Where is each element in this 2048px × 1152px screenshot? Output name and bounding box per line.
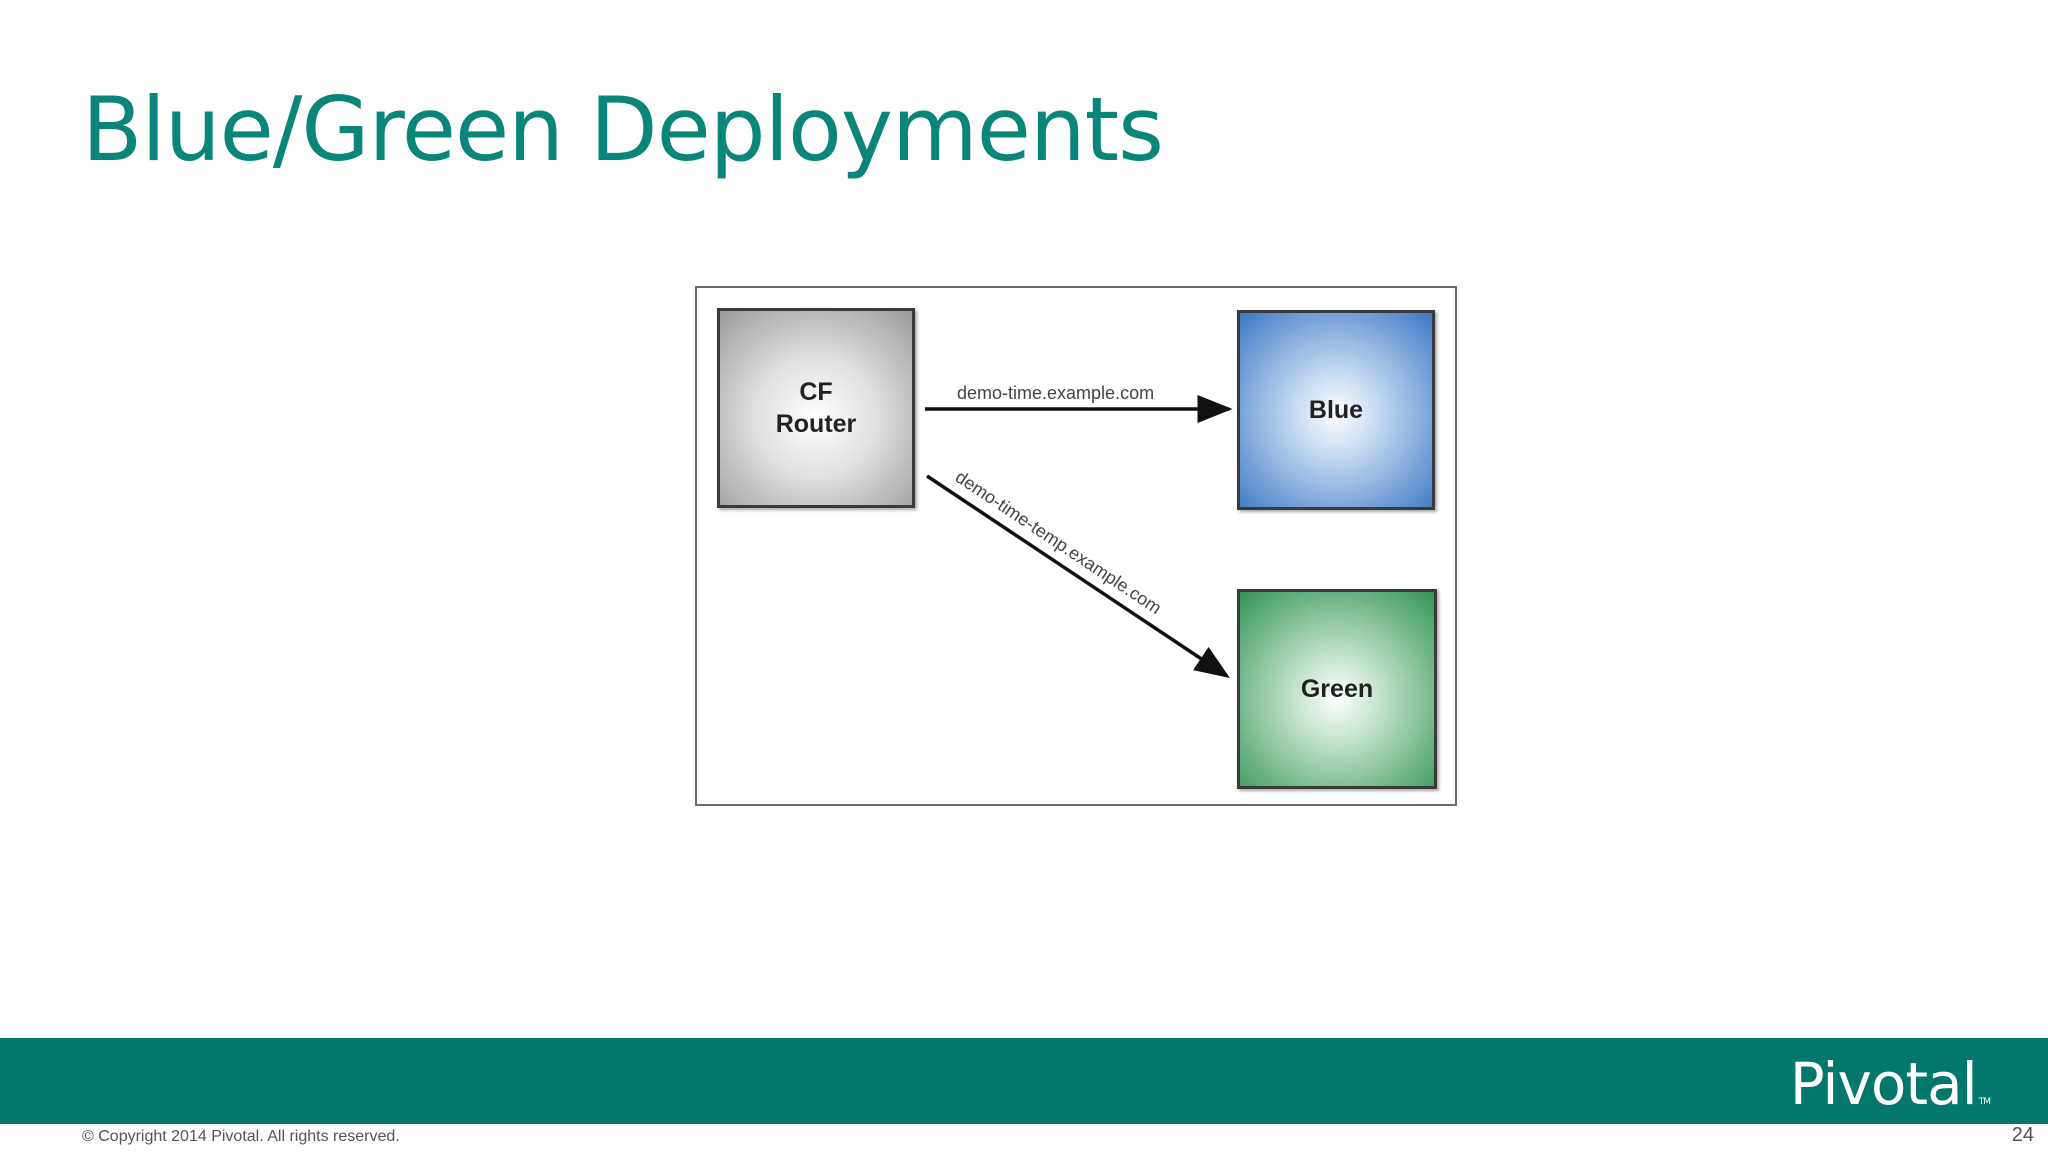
green-node: Green	[1237, 589, 1437, 789]
blue-node: Blue	[1237, 310, 1435, 510]
edge-label-to-blue: demo-time.example.com	[957, 383, 1154, 403]
green-label: Green	[1300, 675, 1374, 703]
pivotal-logo-trademark: TM	[1978, 1097, 1991, 1107]
page-number: 24	[2011, 1124, 2034, 1146]
cf-router-node: CF Router	[717, 308, 915, 508]
pivotal-logo-text: Pivotal	[1789, 1050, 1978, 1118]
cf-router-label: CF Router	[775, 378, 857, 438]
edge-label-to-green: demo-time-temp.example.com	[952, 467, 1165, 619]
arrow-router-to-green	[926, 474, 1230, 678]
copyright-notice: © Copyright 2014 Pivotal. All rights res…	[82, 1128, 400, 1145]
blue-label: Blue	[1308, 396, 1364, 424]
slide-title: Blue/Green Deployments	[82, 78, 1164, 181]
deployment-diagram: demo-time.example.com demo-time-temp.exa…	[695, 286, 1457, 806]
